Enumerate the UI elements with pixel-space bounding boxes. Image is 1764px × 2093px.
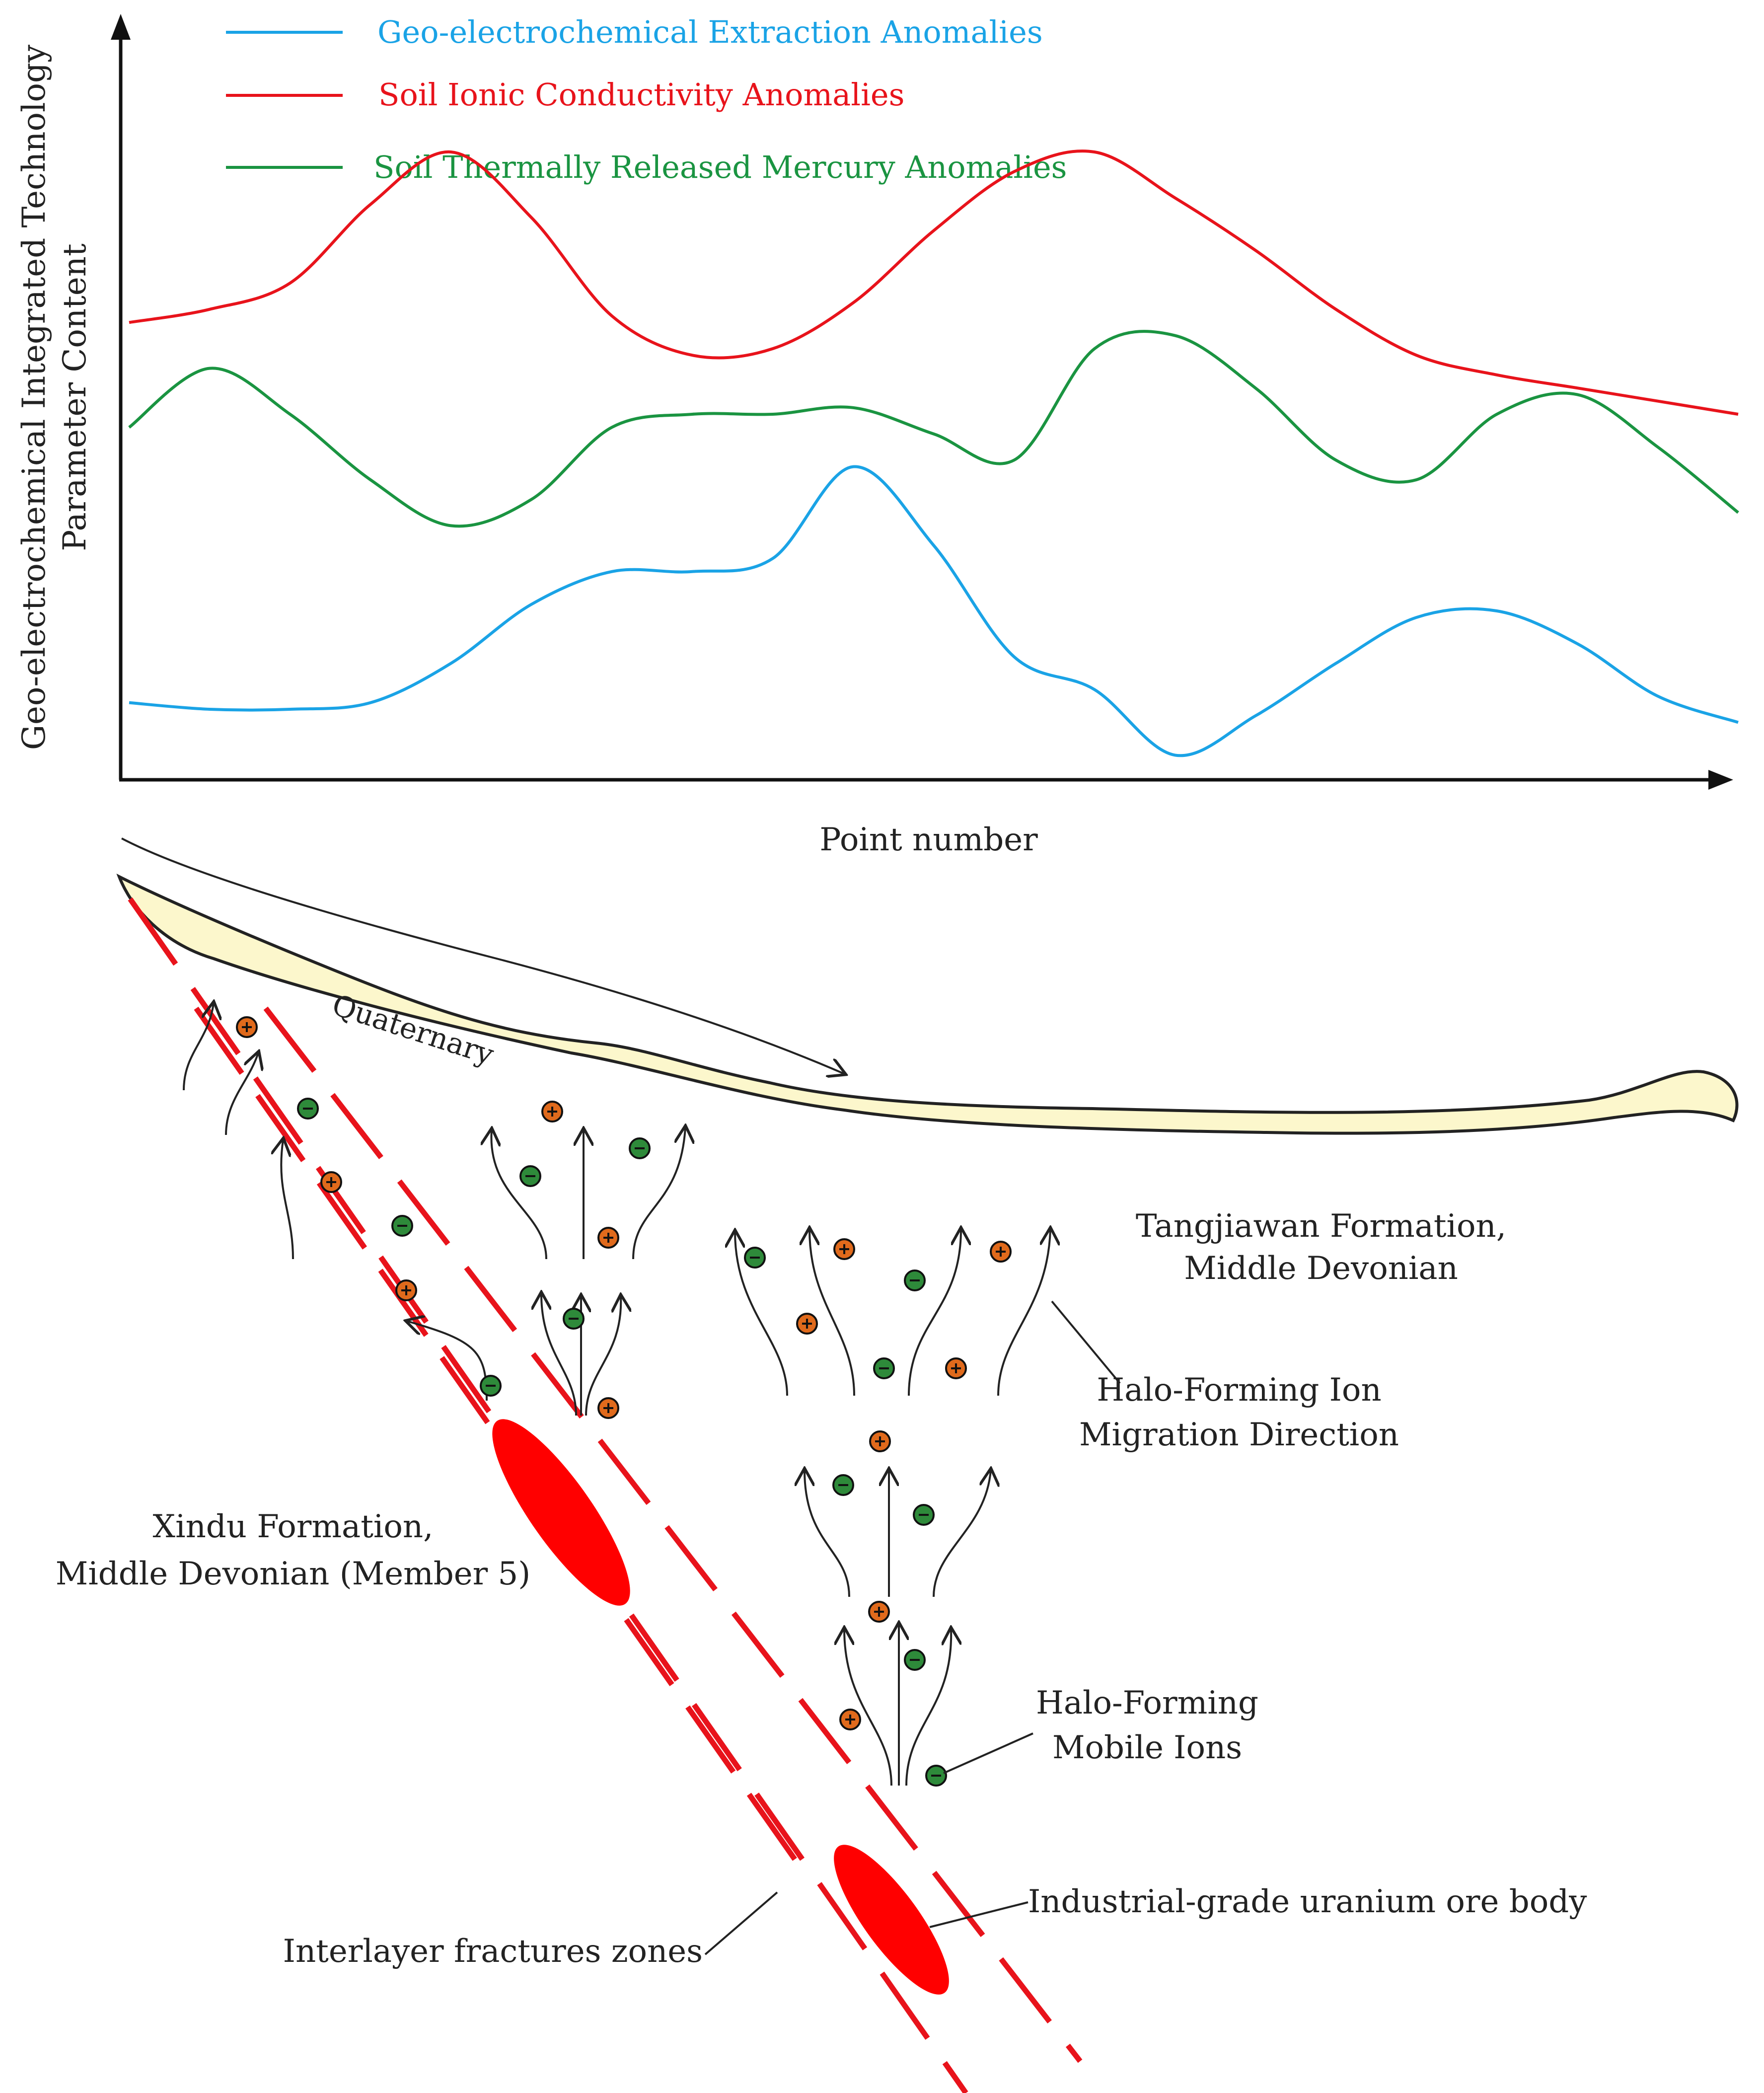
anion-icon: [519, 1165, 541, 1187]
anion-icon: [563, 1308, 585, 1330]
migration-arrow: [844, 1629, 892, 1786]
legend-label-conductivity: Soil Ionic Conductivity Anomalies: [378, 76, 904, 113]
migration-arrow: [632, 1127, 685, 1260]
migration-arrow: [281, 1140, 294, 1260]
migration-arrow: [933, 1470, 991, 1597]
xindu-label-line1: Xindu Formation,: [153, 1508, 434, 1545]
anion-icon: [629, 1137, 651, 1159]
migration-arrow: [541, 1294, 577, 1416]
tangjiawan-label-line2: Middle Devonian: [1184, 1250, 1458, 1287]
cation-icon: [990, 1241, 1012, 1263]
cation-icon: [320, 1171, 342, 1193]
y-axis-arrowhead: [111, 14, 131, 40]
leader-ore-body: [929, 1901, 1029, 1928]
anion-icon: [391, 1215, 413, 1237]
fracture-line-2: [194, 1006, 800, 1865]
series-line-1: [128, 330, 1739, 528]
fracture-line-3: [263, 1006, 1083, 2063]
fracture-zones-label: Interlayer fractures zones: [283, 1933, 703, 1970]
y-axis-label-line1: Geo-electrochemical Integrated Technolog…: [16, 45, 53, 750]
tangjiawan-label-line1: Tangjiawan Formation,: [1136, 1208, 1506, 1245]
anomaly-profile-chart: Geo-electrochemical Integrated Technolog…: [16, 14, 1739, 858]
legend-label-mercury: Soil Thermally Released Mercury Anomalie…: [373, 149, 1067, 185]
migration-arrow: [908, 1229, 961, 1396]
legend: Geo-electrochemical Extraction Anomalies…: [226, 14, 1067, 185]
ore-body-label: Industrial-grade uranium ore body: [1028, 1883, 1587, 1920]
leader-halo-direction: [1051, 1300, 1121, 1384]
ore-body-lower: [834, 1845, 949, 1995]
migration-arrow: [997, 1229, 1050, 1396]
x-axis-label: Point number: [819, 822, 1038, 858]
y-axis-label-line2: Parameter Content: [57, 243, 93, 551]
series-line-0: [129, 150, 1739, 416]
cation-icon: [597, 1397, 619, 1419]
cation-icon: [945, 1357, 967, 1379]
migration-arrow: [735, 1232, 788, 1396]
cation-icon: [796, 1313, 818, 1335]
cation-icon: [236, 1016, 258, 1038]
xindu-label-line2: Middle Devonian (Member 5): [56, 1556, 530, 1592]
mobile-ions: [236, 1016, 1012, 1787]
anion-icon: [913, 1504, 935, 1526]
migration-arrow: [905, 1629, 951, 1786]
halo-direction-label-line1: Halo-Forming Ion: [1097, 1372, 1381, 1409]
cation-icon: [839, 1709, 861, 1730]
cation-icon: [869, 1430, 891, 1452]
anion-icon: [904, 1649, 926, 1671]
legend-label-extraction: Geo-electrochemical Extraction Anomalies: [377, 14, 1043, 50]
topography-arrow: [121, 837, 844, 1074]
anion-icon: [832, 1474, 854, 1496]
x-axis-arrowhead: [1708, 770, 1733, 790]
migration-arrow: [805, 1470, 850, 1597]
migration-arrow: [183, 1003, 214, 1091]
quaternary-layer: [116, 873, 1739, 1135]
fracture-zone: [128, 897, 1083, 2093]
series-line-2: [129, 465, 1739, 757]
anion-icon: [297, 1098, 319, 1120]
halo-direction-label-line2: Migration Direction: [1079, 1417, 1399, 1453]
anion-icon: [873, 1357, 895, 1379]
cation-icon: [541, 1101, 563, 1122]
mobile-ions-label-line1: Halo-Forming: [1036, 1685, 1258, 1721]
series-layer: [128, 150, 1739, 757]
leader-fracture-zones: [704, 1891, 778, 1955]
cation-icon: [395, 1279, 417, 1301]
mobile-ions-label-line2: Mobile Ions: [1052, 1729, 1242, 1766]
migration-arrow: [585, 1296, 621, 1416]
cation-icon: [868, 1601, 890, 1623]
anion-icon: [904, 1270, 926, 1291]
migration-arrows: [183, 1003, 1050, 1786]
migration-arrow: [809, 1229, 855, 1396]
anion-icon: [744, 1247, 766, 1269]
geologic-cross-section: Quaternary Tangjiawan Formation, Middle …: [56, 837, 1739, 2093]
migration-arrow: [225, 1053, 258, 1135]
anion-icon: [925, 1765, 947, 1787]
leader-mobile-ions: [943, 1732, 1033, 1774]
cation-icon: [597, 1227, 619, 1249]
ore-body-upper: [492, 1419, 630, 1606]
migration-arrow: [491, 1130, 547, 1260]
anion-icon: [480, 1375, 502, 1397]
cation-icon: [833, 1238, 855, 1260]
